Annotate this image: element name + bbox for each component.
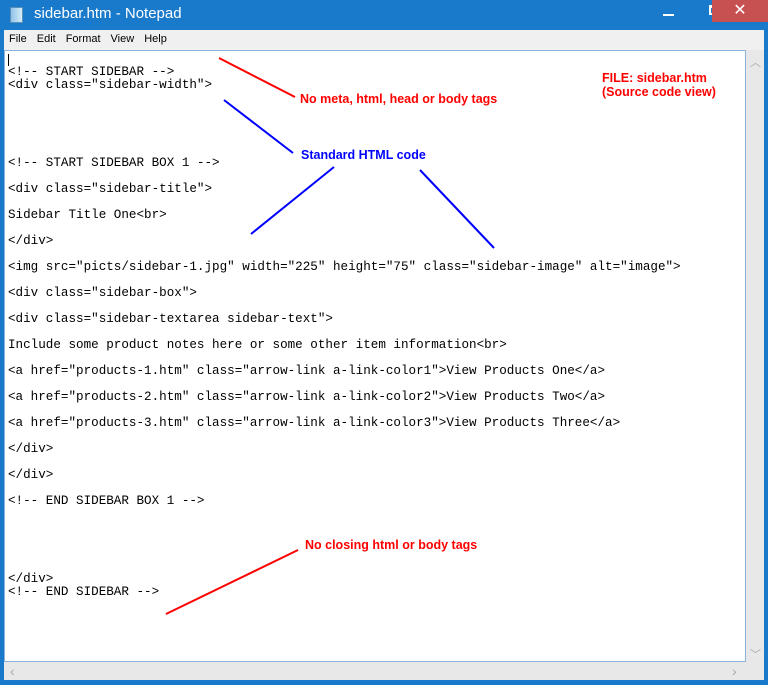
red-pointer-line-top xyxy=(218,57,296,98)
annotation-standard-html: Standard HTML code xyxy=(301,148,426,162)
code-line: </div> xyxy=(8,468,54,482)
blue-pointer-line-2 xyxy=(250,166,335,235)
code-line: <!-- END SIDEBAR BOX 1 --> xyxy=(8,494,205,508)
blue-pointer-line-3 xyxy=(419,169,495,249)
scroll-down-icon[interactable]: ﹀ xyxy=(750,649,761,661)
red-pointer-line-bottom xyxy=(165,549,299,615)
blue-pointer-line-1 xyxy=(223,99,294,154)
code-line: <div class="sidebar-title"> xyxy=(8,182,213,196)
code-line: Include some product notes here or some … xyxy=(8,338,507,352)
menu-bar: File Edit Format View Help xyxy=(4,30,764,50)
code-line: <div class="sidebar-box"> xyxy=(8,286,197,300)
annotation-source-view: (Source code view) xyxy=(602,85,716,99)
scroll-up-icon[interactable]: ︿ xyxy=(750,57,761,69)
annotation-file-name: FILE: sidebar.htm xyxy=(602,71,707,85)
menu-file[interactable]: File xyxy=(9,33,27,45)
close-button[interactable]: ✕ xyxy=(712,0,768,22)
code-line: </div> xyxy=(8,442,54,456)
menu-view[interactable]: View xyxy=(110,33,135,45)
code-line: </div> xyxy=(8,572,54,586)
menu-help[interactable]: Help xyxy=(144,33,167,45)
resize-grip[interactable] xyxy=(746,662,764,680)
vertical-scrollbar[interactable]: ︿ ﹀ xyxy=(746,50,764,662)
code-line: <div class="sidebar-textarea sidebar-tex… xyxy=(8,312,333,326)
text-caret xyxy=(8,54,9,66)
minimize-icon xyxy=(663,14,674,16)
code-text: <!-- START SIDEBAR --><div class="sideba… xyxy=(8,53,681,599)
scroll-right-icon[interactable]: › xyxy=(732,663,737,679)
code-line: <a href="products-2.htm" class="arrow-li… xyxy=(8,390,606,404)
code-line: <img src="picts/sidebar-1.jpg" width="22… xyxy=(8,260,681,274)
annotation-no-meta: No meta, html, head or body tags xyxy=(300,92,498,106)
code-line: </div> xyxy=(8,234,54,248)
code-line: <!-- START SIDEBAR BOX 1 --> xyxy=(8,156,220,170)
notepad-icon xyxy=(10,7,23,23)
menu-edit[interactable]: Edit xyxy=(36,33,56,45)
horizontal-scrollbar[interactable]: ‹ › xyxy=(4,662,746,680)
annotation-no-closing: No closing html or body tags xyxy=(305,538,478,552)
minimize-button[interactable] xyxy=(646,0,692,22)
scroll-left-icon[interactable]: ‹ xyxy=(10,663,15,679)
title-bar: sidebar.htm - Notepad ✕ xyxy=(0,0,768,30)
code-line: Sidebar Title One<br> xyxy=(8,208,167,222)
text-editor[interactable]: <!-- START SIDEBAR --><div class="sideba… xyxy=(4,50,746,662)
code-line: <!-- START SIDEBAR --> xyxy=(8,65,175,79)
code-line: <a href="products-3.htm" class="arrow-li… xyxy=(8,416,621,430)
code-line: <a href="products-1.htm" class="arrow-li… xyxy=(8,364,606,378)
code-line: <div class="sidebar-width"> xyxy=(8,78,213,92)
code-line: <!-- END SIDEBAR --> xyxy=(8,585,160,599)
menu-format[interactable]: Format xyxy=(65,33,101,45)
window-title: sidebar.htm - Notepad xyxy=(34,5,182,22)
